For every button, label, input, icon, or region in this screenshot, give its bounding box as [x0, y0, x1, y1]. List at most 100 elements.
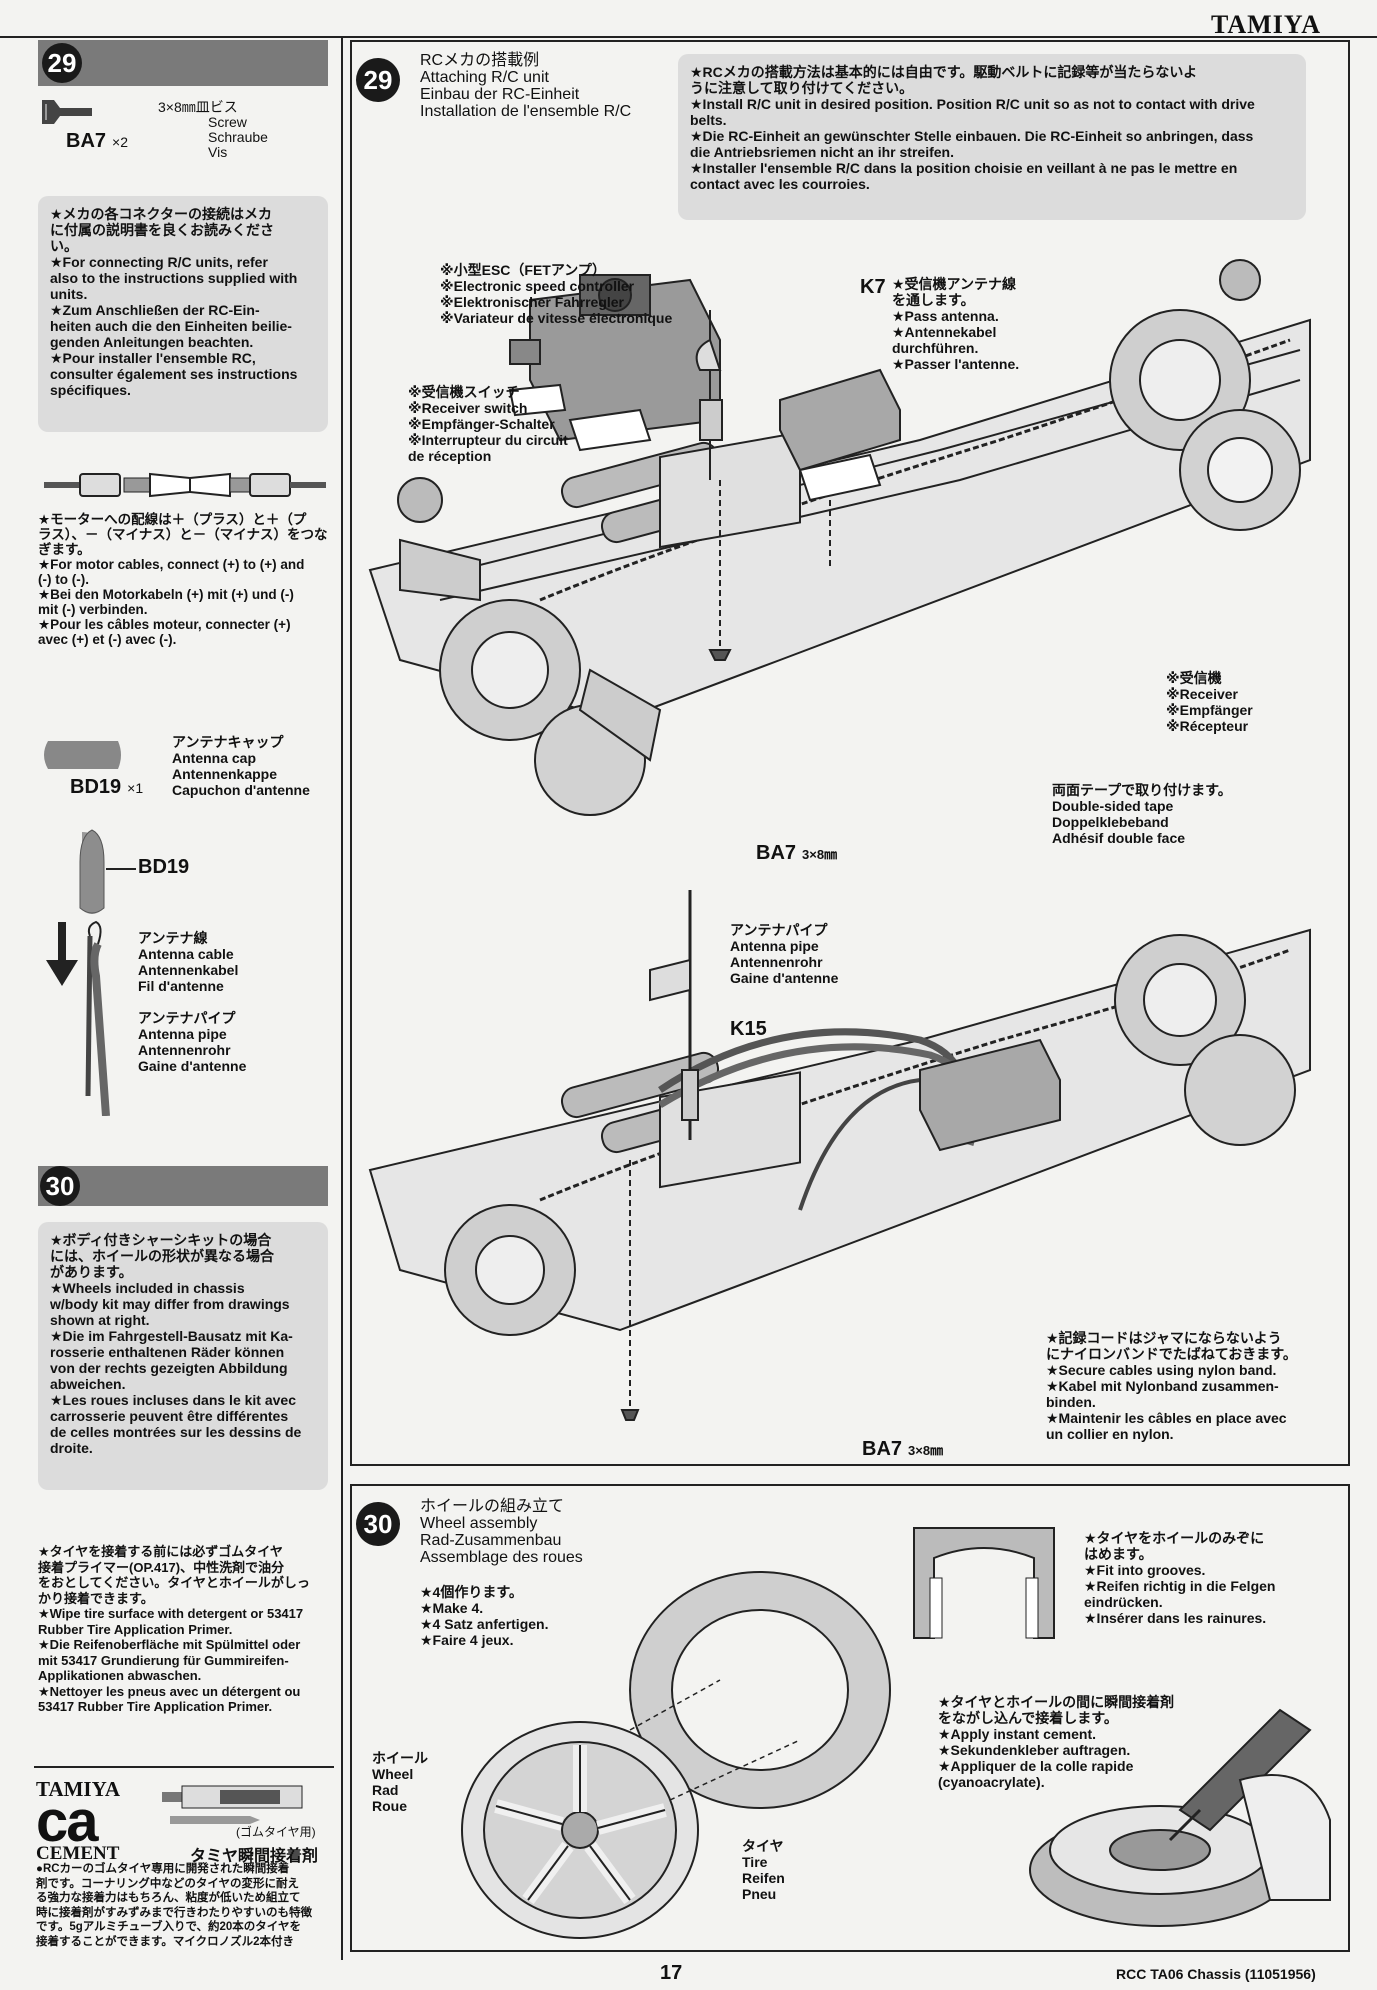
part-code-text: BA7 [66, 130, 107, 152]
ba7-code: BA7 [862, 1438, 903, 1460]
antenna-cap-description: アンテナキャップ Antenna cap Antennenkappe Capuc… [172, 734, 310, 798]
note-line: droite. [50, 1440, 93, 1456]
screw-icon [42, 100, 92, 124]
ad-line: る強力な接着力はもちろん、粘度が低いため組立て [36, 1892, 301, 1904]
ca-cement-description: ●RCカーのゴムタイヤ専用に開発された瞬間接着 剤です。コーナリング中などのタイ… [36, 1862, 336, 1949]
cement-line: ★Sekundenkleber auftragen. [938, 1742, 1131, 1758]
cap-desc-en: Antenna cap [172, 750, 257, 766]
page-number: 17 [660, 1962, 683, 1984]
logo-mid-text: ca [36, 1789, 99, 1854]
step29-title: RCメカの搭載例 Attaching R/C unit Einbau der R… [420, 52, 631, 120]
note-line: spécifiques. [50, 382, 131, 398]
note-line: avec (+) et (-) avec (-). [38, 632, 177, 647]
tape-en: Double-sided tape [1052, 798, 1174, 814]
step29-frame [350, 40, 1350, 1466]
cement-line: ★タイヤとホイールの間に瞬間接着剤 [938, 1694, 1175, 1710]
note-line: ★Les roues incluses dans le kit avec [50, 1392, 296, 1408]
note-line: Rubber Tire Application Primer. [38, 1621, 233, 1637]
ba7-code: BA7 [756, 842, 797, 864]
antenna-line: ★Antennekabel [892, 324, 997, 340]
rc-install-note: ★RCメカの搭載方法は基本的には自由です。駆動ベルトに記録等が当たらないよ うに… [678, 54, 1306, 220]
note-line: von der rechts gezeigten Abbildung [50, 1360, 288, 1376]
esc-de: ※Elektronischer Fahrregler [440, 294, 625, 310]
note-line: があります。 [50, 1264, 133, 1280]
pipe-desc-de: Antennenrohr [138, 1042, 231, 1058]
wheel-difference-note: ★ボディ付きシャーシキットの場合 には、ホイールの形状が異なる場合 があります。… [38, 1222, 328, 1490]
receiver-ja: ※受信機 [1166, 670, 1222, 686]
product-name: タミヤ瞬間接着剤 [190, 1848, 319, 1865]
switch-en: ※Receiver switch [408, 400, 528, 416]
cable-desc-en: Antenna cable [138, 946, 234, 962]
cement-line: ★Apply instant cement. [938, 1726, 1097, 1742]
step29-badge: 29 [42, 43, 82, 83]
step29-header-bar [38, 40, 328, 86]
pipe-desc-fr: Gaine d'antenne [138, 1058, 247, 1074]
note-line: carrosserie peuvent être différentes [50, 1408, 289, 1424]
note-line: ★メカの各コネクターの接続はメカ [50, 206, 272, 222]
column-divider [341, 36, 343, 1960]
note-line: ★Wipe tire surface with detergent or 534… [38, 1606, 304, 1621]
note-line: うに注意して取り付けてください。 [690, 80, 914, 96]
pipe-ja: アンテナパイプ [730, 922, 828, 938]
note-line: に付属の説明書を良くお読みくださ [50, 222, 274, 238]
note-line: ★Wheels included in chassis [50, 1280, 245, 1296]
instant-cement-label: ★タイヤとホイールの間に瞬間接着剤 をながし込んで接着します。 ★Apply i… [938, 1694, 1174, 1790]
grooves-line: ★Reifen richtig in die Felgen [1084, 1578, 1276, 1594]
cement-application-illustration [1029, 1708, 1331, 1927]
esc-ja: ※小型ESC（FETアンプ） [440, 262, 606, 278]
note-line: de celles montrées sur les dessins de [50, 1424, 302, 1440]
antenna-cap-icon [44, 741, 121, 769]
wheel-ja: ホイール [372, 1750, 428, 1766]
screw-desc-en: Screw [208, 114, 247, 130]
header-rule [0, 36, 1377, 38]
note-line: genden Anleitungen beachten. [50, 334, 254, 350]
k15-label: K15 [730, 1018, 767, 1040]
cable-desc-fr: Fil d'antenne [138, 978, 224, 994]
cable-line: にナイロンバンドでたばねておきます。 [1046, 1346, 1297, 1362]
note-line: ★Die im Fahrgestell-Bausatz mit Ka- [50, 1328, 293, 1344]
tire-ja: タイヤ [742, 1838, 784, 1854]
antenna-line: ★Pass antenna. [892, 308, 999, 324]
cable-desc-ja: アンテナ線 [138, 930, 208, 946]
cable-line: ★記録コードはジャマにならないよう [1046, 1330, 1282, 1346]
note-line: consulter également ses instructions [50, 366, 298, 382]
pipe-en: Antenna pipe [730, 938, 819, 954]
cable-line: binden. [1046, 1394, 1096, 1410]
step30-frame [350, 1484, 1350, 1952]
main-step29-badge: 29 [356, 58, 400, 102]
model-footer: RCC TA06 Chassis (11051956) [1116, 1966, 1316, 1982]
ad-line: 時に接着剤がすみずみまで行きわたりやすいのも特徴 [36, 1906, 312, 1919]
step30-header-bar [38, 1166, 328, 1206]
note-line: abweichen. [50, 1376, 126, 1392]
tape-de: Doppelklebeband [1052, 814, 1169, 830]
switch-ja: ※受信機スイッチ [408, 384, 520, 400]
note-line: mit (-) verbinden. [38, 602, 148, 617]
title-en: Wheel assembly [420, 1515, 538, 1532]
grooves-line: ★Insérer dans les rainures. [1084, 1610, 1267, 1626]
step30-title: ホイールの組み立て Wheel assembly Rad-Zusammenbau… [420, 1498, 583, 1566]
tire-de: Reifen [742, 1870, 785, 1886]
switch-de: ※Empfänger-Schalter [408, 416, 555, 432]
cap-desc-ja: アンテナキャップ [172, 734, 284, 750]
title-fr: Installation de l'ensemble R/C [420, 103, 632, 120]
rc-connector-note: ★メカの各コネクターの接続はメカ に付属の説明書を良くお読みくださ い。 ★Fo… [38, 196, 328, 432]
ad-line: ●RCカーのゴムタイヤ専用に開発された瞬間接着 [36, 1863, 290, 1875]
note-line: い。 [50, 238, 78, 254]
wheel-fr: Roue [372, 1798, 407, 1814]
motor-cable-connector-illustration [44, 472, 326, 498]
wheel-en: Wheel [372, 1766, 414, 1782]
antenna-line: ★Passer l'antenne. [892, 356, 1020, 372]
note-line: heiten auch die den Einheiten beilie- [50, 318, 292, 334]
note-line: ★Bei den Motorkabeln (+) mit (+) und (-) [38, 587, 294, 602]
pipe-desc-en: Antenna pipe [138, 1026, 227, 1042]
note-line: をおとしてください。タイヤとホイールがしっ [38, 1575, 310, 1590]
note-line: Applikationen abwaschen. [38, 1668, 202, 1683]
note-line: ★Install R/C unit in desired position. P… [690, 96, 1255, 112]
note-line: ★Zum Anschließen der RC-Ein- [50, 302, 260, 318]
note-line: ★For connecting R/C units, refer [50, 254, 268, 270]
cable-line: un collier en nylon. [1046, 1426, 1174, 1442]
chassis-illustration-bottom [368, 890, 1311, 1421]
note-line: mit 53417 Grundierung für Gummireifen- [38, 1652, 289, 1668]
